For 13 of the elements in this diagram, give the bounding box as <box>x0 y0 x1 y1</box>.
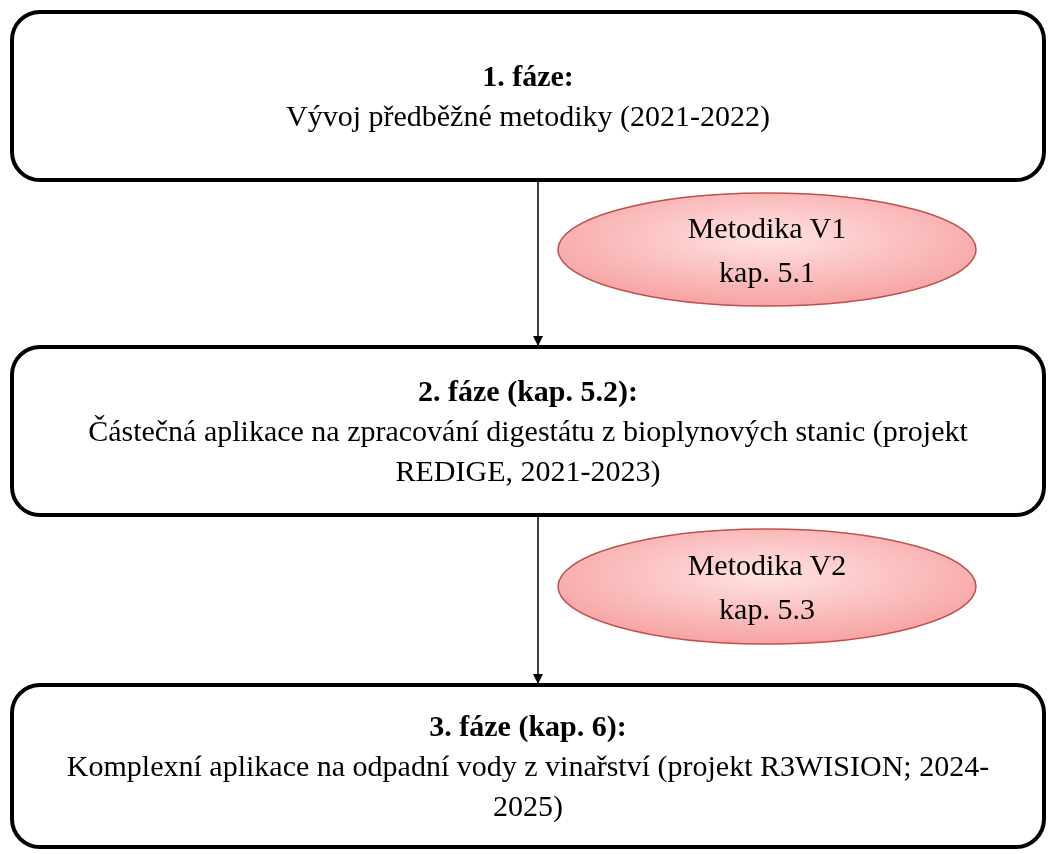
phase-description: Částečná aplikace na zpracování digestátu z bioplynových stanic (projekt REDIGE, 2021-2023) <box>87 413 969 489</box>
phase-box <box>10 683 1046 849</box>
phase-box <box>10 10 1046 182</box>
phase-box <box>10 345 1046 517</box>
arrow <box>533 516 543 684</box>
phase-heading: 2. fáze (kap. 5.2): <box>418 373 638 409</box>
phase-description: Vývoj předběžné metodiky (2021-2022) <box>285 98 770 134</box>
phase-heading: 3. fáze (kap. 6): <box>429 708 627 744</box>
phase-description: Komplexní aplikace na odpadní vody z vinařství (projekt R3WISION; 2024-2025) <box>65 748 991 824</box>
ellipse-label: Metodika V1 kap. 5.1 <box>686 209 848 290</box>
arrow <box>533 181 543 346</box>
phase-heading: 1. fáze: <box>482 58 574 94</box>
ellipse-label: Metodika V2 kap. 5.3 <box>686 546 848 627</box>
